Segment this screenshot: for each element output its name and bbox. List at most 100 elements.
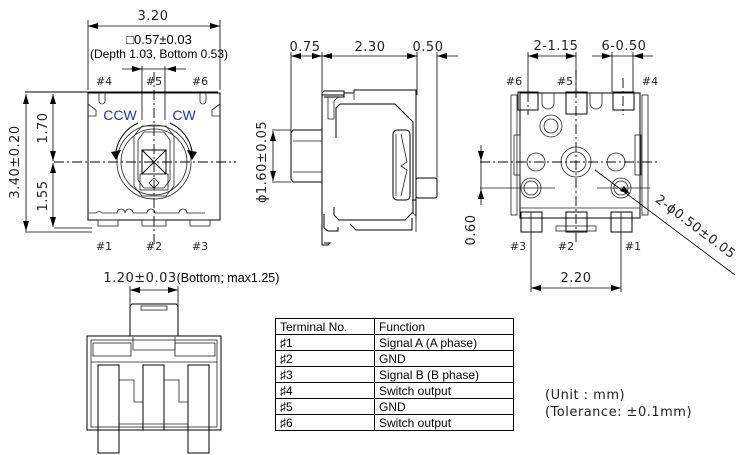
dim-span-2-20: 2.20 [561,271,592,286]
terminal-right [187,364,210,454]
terminal-cell: ♯4 [275,382,375,399]
header-function: Function [374,318,514,335]
terminal-cell: ♯3 [275,366,375,383]
cw-arrow-icon [187,150,197,160]
slot [392,129,411,201]
tolerance-note: (Tolerance: ±0.1mm) [545,405,693,420]
shaft-tip [140,305,168,311]
housing [333,103,414,221]
side-notch-right [634,134,642,176]
header-terminal-no: Terminal No. [275,318,375,335]
notch [199,93,207,105]
dim-lower-1-55: 1.55 [36,181,51,212]
table-header-row: Terminal No. Function [275,318,514,335]
terminal-label-2: #2 [146,240,162,253]
arrow [602,53,612,59]
function-cell: GND [374,350,514,367]
pad-4 [612,91,635,111]
bottom-view: 2-1.15 6-0.50 #6 #5 #4 [464,39,738,292]
dim-2-30: 2.30 [355,40,386,55]
dim-upper-1-70: 1.70 [36,113,51,144]
arrow [166,66,176,72]
knob-protrusion [415,177,438,199]
side-view: 0.75 2.30 0.50 ϕ1.60± [255,40,458,246]
foot-right [349,218,413,231]
pad-1 [610,211,633,233]
terminal-cell: ♯1 [275,334,375,351]
shaft-collar [132,337,176,351]
foot-edge [411,211,417,232]
terminal-label-4: #4 [96,75,112,88]
bottom-contour [88,208,205,214]
terminal-middle [142,364,165,431]
front-view: 1.20±0.03 (Bottom; max1.25) [86,271,280,454]
bottom-terminal-label-6: #6 [506,75,522,88]
terminal-cell: ♯2 [275,350,375,367]
shaft-square-dim: □0.57±0.03 [126,32,192,47]
bottom-terminal-label-3: #3 [510,240,526,253]
top-view: 3.20 □0.57±0.03 (Depth 1.03, Bottom 0.53… [8,9,236,253]
pad-3 [189,219,211,227]
dim-diameter-1-60: ϕ1.60±0.05 [255,121,270,203]
function-cell: Switch output [374,414,514,431]
bottom-terminal-label-4: #4 [642,75,658,88]
bottom-terminal-label-5: #5 [557,75,573,88]
dim-shaft-width-1-20: 1.20±0.03 [103,271,176,286]
terminal-left [97,364,120,454]
shaft-front [129,303,179,336]
terminal-cell: ♯5 [275,398,375,415]
shaft-side [290,129,322,183]
pad-1 [97,219,119,227]
clip-detail [327,96,339,120]
side-tab [87,103,97,117]
top-cap-left [92,342,132,357]
dim-height-3-40: 3.40±0.20 [8,125,23,198]
pad-2 [565,211,588,233]
shaft-bottom-note: (Bottom; max1.25) [177,271,280,285]
terminal-cell: ♯6 [275,414,375,431]
top-cap-right [174,342,216,357]
hole-left [526,152,546,172]
notch [541,93,555,110]
rotation-ccw-label: CCW [103,107,137,123]
function-cell: Signal A (A phase) [374,334,514,351]
dim-0-75: 0.75 [290,40,321,55]
notch [589,93,603,110]
rotation-cw-label: CW [172,107,196,123]
side-tab [211,103,221,117]
table-row: ♯5 GND [275,398,514,415]
terminal-label-1: #1 [96,240,112,253]
spring [400,133,408,197]
dim-pad-6-0-50: 6-0.50 [602,39,647,54]
table-row: ♯1 Signal A (A phase) [275,334,514,351]
dim-0-50: 0.50 [413,40,444,55]
body-inner [90,339,218,428]
link-right [164,379,188,403]
dim-pitch-2-1-15: 2-1.15 [534,39,579,54]
function-cell: Signal B (B phase) [374,366,514,383]
arrow [132,66,142,72]
dim-width-3-20: 3.20 [138,9,169,24]
ccw-arc [115,122,139,152]
housing-corner [335,103,341,138]
top-clip [321,90,345,96]
link-left [119,379,143,403]
table-row: ♯4 Switch output [275,382,514,399]
center-foot [555,225,597,232]
pad-5 [565,91,588,115]
leader-line [594,169,736,276]
arrow [633,53,643,59]
bottom-terminal-label-2: #2 [558,240,574,253]
terminal-label-3: #3 [192,240,208,253]
table-row: ♯3 Signal B (B phase) [275,366,514,383]
pad-3 [520,211,543,233]
side-notch-left [513,134,521,176]
hole-top [539,114,563,138]
cw-arc [169,122,193,152]
body-left [321,95,332,246]
bottom-terminal-label-1: #1 [625,240,641,253]
ccw-arrow-icon [111,150,121,160]
hole-top-inner [543,118,559,134]
side-rail-left [510,94,518,216]
